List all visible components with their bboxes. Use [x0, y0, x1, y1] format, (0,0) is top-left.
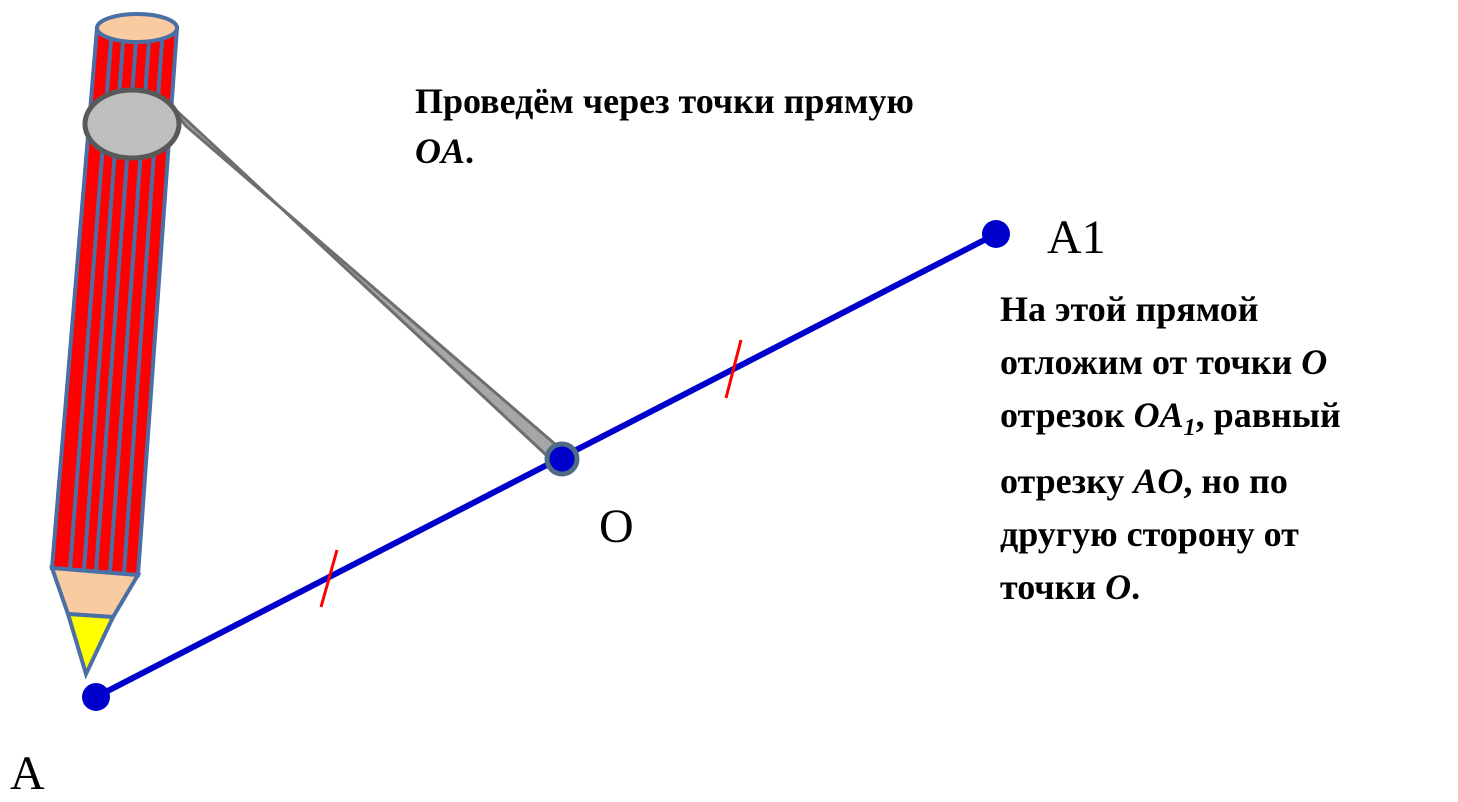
caption-top-line1: Проведём через точки прямую: [415, 81, 914, 121]
caption-top-line2: OA.: [415, 126, 935, 176]
pencil-wood: [49, 565, 142, 620]
caption-right-line4-text: отрезку: [1000, 461, 1134, 502]
pencil-lead: [65, 611, 117, 680]
caption-right-line3-rest: , равный: [1195, 395, 1341, 435]
caption-right-line3-text: отрезок: [1000, 395, 1134, 435]
point-a-label: A: [10, 747, 45, 800]
point-a: [82, 683, 110, 711]
caption-right-line3-var: OA: [1133, 395, 1184, 435]
caption-top-oa: OA: [415, 131, 466, 171]
point-a1-label: A1: [1047, 211, 1106, 264]
caption-right-line4-var: AO: [1133, 461, 1184, 502]
caption-right-line6-var: O: [1105, 567, 1132, 608]
point-o-label: O: [599, 500, 634, 553]
tick-mark-ao: [319, 549, 339, 608]
caption-right-line5: другую сторону от: [1000, 514, 1299, 555]
caption-right-line2-var: O: [1301, 342, 1328, 382]
caption-right-line3-sub: 1: [1183, 415, 1196, 442]
caption-right-line4: отрезку AO, но по: [1000, 455, 1455, 508]
caption-right-line2: отложим от точки O: [1000, 336, 1455, 389]
caption-right-line6: точки O.: [1000, 561, 1455, 614]
caption-top-period: .: [465, 131, 475, 171]
tick-mark-oa1: [724, 339, 743, 399]
caption-top: Проведём через точки прямую OA.: [415, 76, 935, 176]
point-a1: [982, 220, 1010, 248]
compass-hinge: [82, 87, 182, 161]
point-o: [544, 441, 580, 477]
caption-right-line1: На этой прямой: [1000, 289, 1259, 329]
caption-right-line2-text: отложим от точки: [1000, 342, 1302, 382]
pencil-top: [95, 12, 179, 44]
caption-right-line4-rest: , но по: [1183, 461, 1288, 502]
caption-right-line6-rest: .: [1131, 567, 1141, 608]
caption-right-line3: отрезок OA1, равный: [1000, 389, 1455, 455]
caption-right-line6-text: точки: [1000, 567, 1106, 608]
caption-right: На этой прямой отложим от точки O отрезо…: [1000, 283, 1455, 614]
